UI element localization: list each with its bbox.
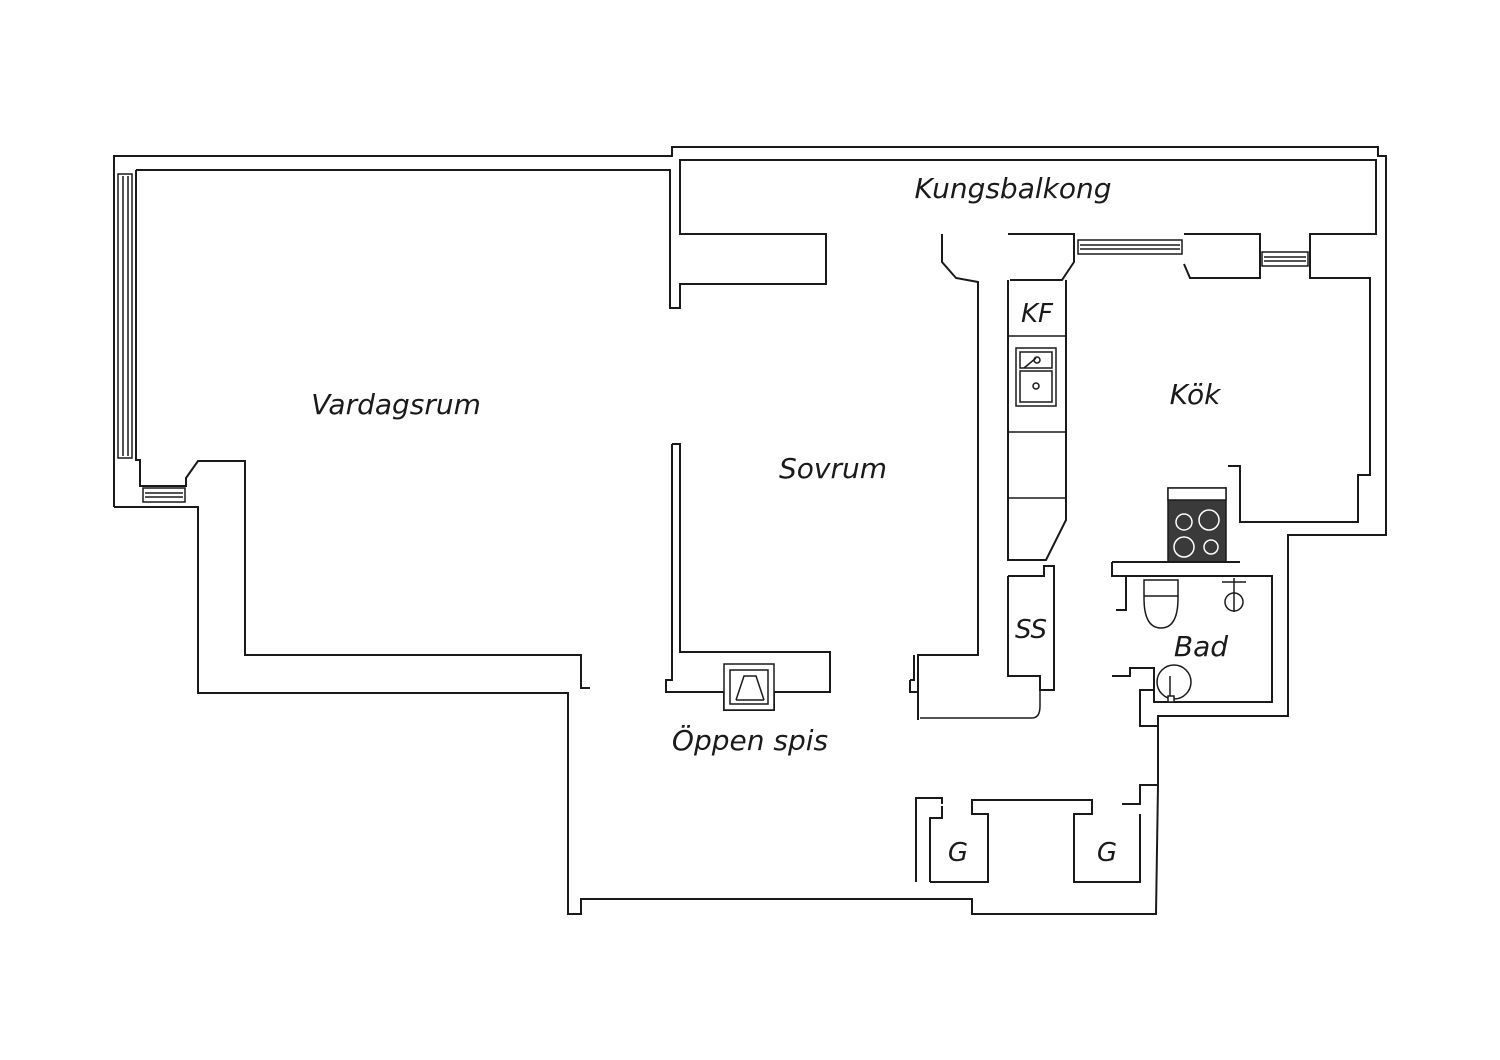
label-sovrum: Sovrum <box>779 452 887 485</box>
balcony-walls <box>917 233 1309 720</box>
window-left <box>117 173 186 503</box>
stove <box>1167 487 1227 563</box>
fireplace <box>723 663 775 711</box>
label-g-left: G <box>948 838 968 868</box>
label-g-right: G <box>1097 838 1117 868</box>
outer-walls <box>113 146 1387 915</box>
label-vardagsrum: Vardagsrum <box>311 388 481 421</box>
label-kok: Kök <box>1170 378 1222 411</box>
ss-storage <box>920 565 1055 719</box>
label-kungsbalkong: Kungsbalkong <box>914 172 1111 205</box>
closets <box>915 784 1158 883</box>
label-ss: SS <box>1015 615 1047 645</box>
room-labels: Kungsbalkong Vardagsrum Sovrum Kök KF SS… <box>311 172 1228 868</box>
bathroom <box>1111 561 1273 727</box>
label-kf: KF <box>1021 299 1054 329</box>
label-oppen-spis: Öppen spis <box>672 723 828 757</box>
kitchen-counter <box>1007 280 1067 561</box>
label-bad: Bad <box>1174 630 1228 663</box>
